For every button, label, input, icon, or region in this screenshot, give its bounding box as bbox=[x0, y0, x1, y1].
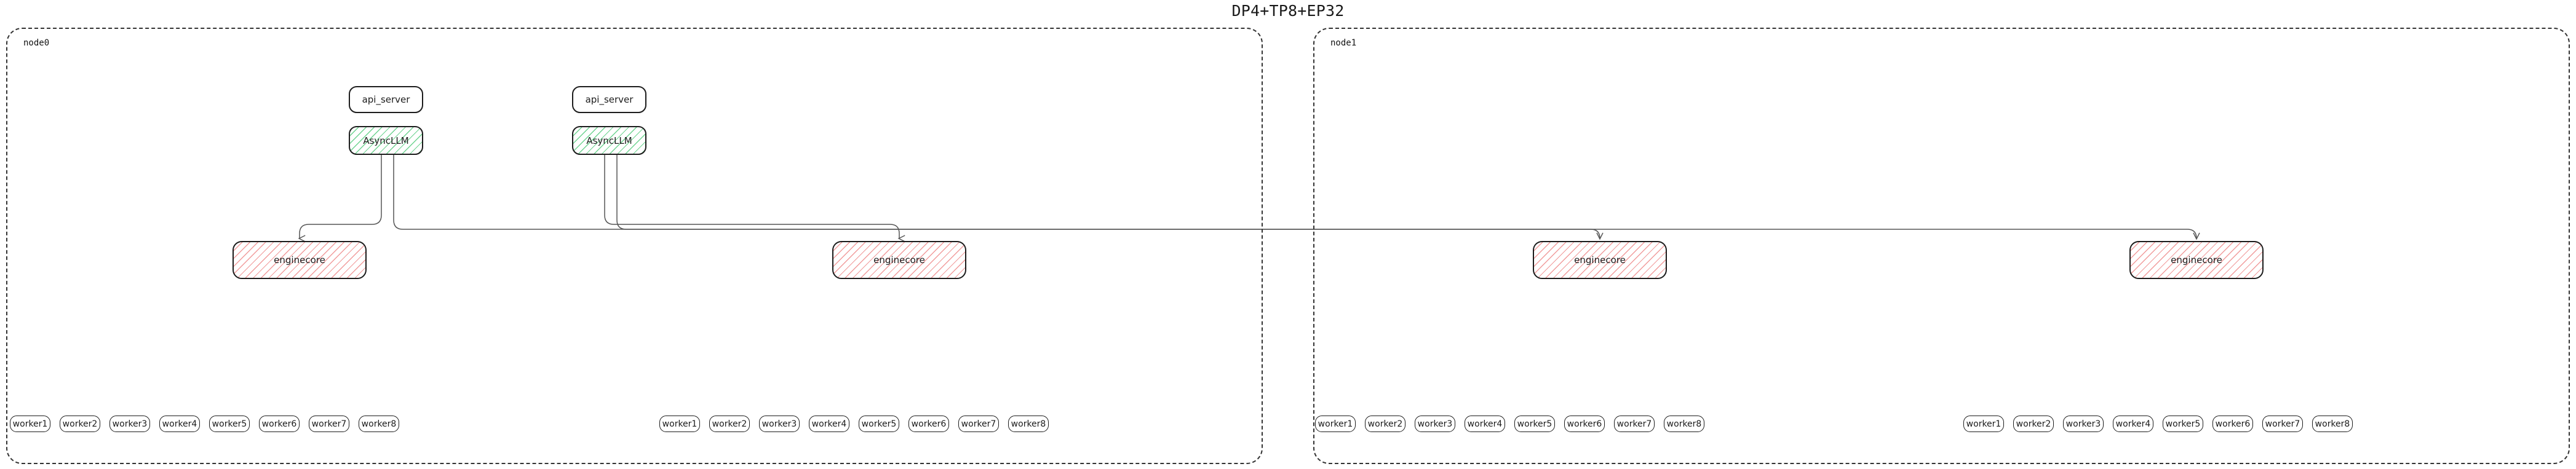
worker-box[interactable]: worker6 bbox=[2212, 416, 2253, 432]
worker-box[interactable]: worker7 bbox=[1614, 416, 1655, 432]
worker-box[interactable]: worker5 bbox=[2163, 416, 2203, 432]
node-container-node0 bbox=[6, 28, 1263, 464]
worker-box[interactable]: worker8 bbox=[359, 416, 399, 432]
worker-box[interactable]: worker6 bbox=[1564, 416, 1605, 432]
worker-box[interactable]: worker2 bbox=[1365, 416, 1405, 432]
worker-box[interactable]: worker3 bbox=[2063, 416, 2104, 432]
page-title: DP4+TP8+EP32 bbox=[1231, 2, 1345, 20]
worker-box[interactable]: worker1 bbox=[10, 416, 50, 432]
worker-box[interactable]: worker7 bbox=[2262, 416, 2303, 432]
worker-box[interactable]: worker3 bbox=[109, 416, 150, 432]
worker-box[interactable]: worker2 bbox=[60, 416, 100, 432]
async-llm-box[interactable]: AsyncLLM bbox=[349, 126, 423, 155]
worker-box[interactable]: worker3 bbox=[759, 416, 800, 432]
enginecore-box[interactable]: enginecore bbox=[233, 241, 367, 279]
worker-box[interactable]: worker4 bbox=[809, 416, 849, 432]
worker-box[interactable]: worker2 bbox=[709, 416, 750, 432]
node-container-node1 bbox=[1313, 28, 2570, 464]
enginecore-box[interactable]: enginecore bbox=[2129, 241, 2264, 279]
worker-box[interactable]: worker1 bbox=[1315, 416, 1356, 432]
async-llm-box[interactable]: AsyncLLM bbox=[572, 126, 646, 155]
node-label-node0: node0 bbox=[23, 38, 50, 48]
enginecore-box[interactable]: enginecore bbox=[832, 241, 966, 279]
worker-box[interactable]: worker4 bbox=[2113, 416, 2153, 432]
worker-box[interactable]: worker6 bbox=[908, 416, 949, 432]
worker-box[interactable]: worker7 bbox=[958, 416, 999, 432]
api-server-box[interactable]: api_server bbox=[349, 86, 423, 113]
worker-box[interactable]: worker2 bbox=[2013, 416, 2054, 432]
worker-box[interactable]: worker6 bbox=[259, 416, 300, 432]
worker-box[interactable]: worker8 bbox=[1664, 416, 1704, 432]
worker-box[interactable]: worker4 bbox=[1465, 416, 1505, 432]
worker-box[interactable]: worker8 bbox=[2312, 416, 2353, 432]
worker-box[interactable]: worker1 bbox=[659, 416, 700, 432]
node-label-node1: node1 bbox=[1330, 38, 1357, 48]
worker-box[interactable]: worker4 bbox=[159, 416, 200, 432]
worker-box[interactable]: worker5 bbox=[209, 416, 250, 432]
worker-box[interactable]: worker7 bbox=[309, 416, 349, 432]
worker-box[interactable]: worker5 bbox=[1514, 416, 1555, 432]
worker-box[interactable]: worker8 bbox=[1008, 416, 1049, 432]
worker-box[interactable]: worker3 bbox=[1415, 416, 1455, 432]
worker-box[interactable]: worker1 bbox=[1963, 416, 2004, 432]
worker-box[interactable]: worker5 bbox=[859, 416, 899, 432]
enginecore-box[interactable]: enginecore bbox=[1533, 241, 1667, 279]
api-server-box[interactable]: api_server bbox=[572, 86, 646, 113]
